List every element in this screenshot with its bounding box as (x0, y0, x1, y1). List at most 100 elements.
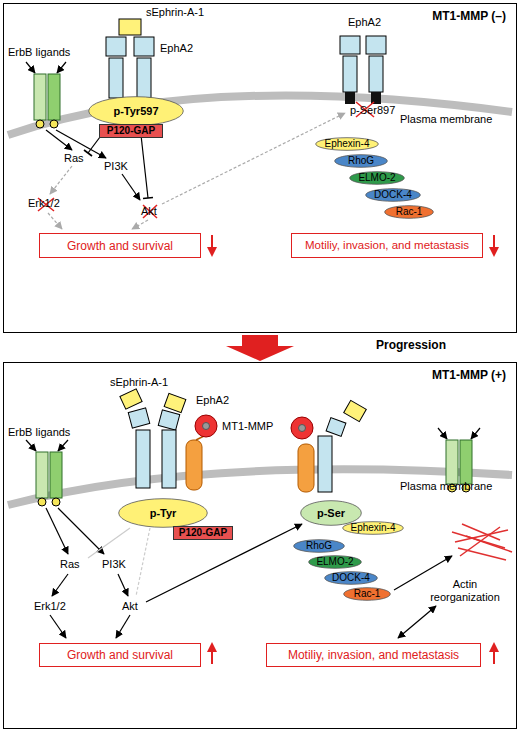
epha2-stalk (136, 430, 150, 488)
text-label: Ras (64, 152, 84, 165)
inhibition-bar (84, 150, 92, 156)
ellipse-shape (350, 172, 405, 185)
mt1-mmp-stalk (186, 440, 202, 490)
text-label: ErbB ligands (8, 46, 70, 59)
node-text: RhoG (306, 541, 332, 551)
ligand-arrow (26, 440, 36, 451)
signal-arrow (52, 574, 68, 596)
node-text: DOCK-4 (374, 190, 412, 200)
node-text: Motiliy, invasion, and metastasis (305, 240, 469, 252)
erbb-receptor (36, 452, 48, 498)
text-label: PI3K (104, 160, 128, 173)
panel-heading: MT1-MMP (–) (432, 10, 506, 22)
ligand-arrow (57, 62, 66, 73)
epha2-domain (158, 410, 180, 430)
decrease-arrow (211, 235, 213, 255)
inactive-inhibition (136, 528, 150, 596)
protein-ellipse: Rac-1 (343, 587, 391, 601)
epha2-domain (128, 408, 150, 428)
panel-box: MT1-MMP (–)p-Tyr597P120-GAPEphexin-4RhoG… (3, 3, 517, 333)
signal-arrow (46, 130, 72, 150)
erbb-receptor (34, 74, 46, 120)
plasma-membrane (8, 469, 512, 505)
erbb-receptor (446, 440, 458, 484)
text-label: Actin reorganization (425, 578, 505, 603)
protein-ellipse: ELMO-2 (308, 555, 362, 569)
epha2-tail (371, 92, 381, 104)
epha2-domain (340, 36, 360, 54)
node-text: p-Ser (317, 508, 345, 519)
erbb-receptor (48, 74, 60, 120)
text-label: p-Ser897 (350, 104, 395, 117)
ellipse-shape (343, 522, 404, 535)
protein-ellipse: ELMO-2 (349, 171, 405, 185)
ephrin-ligand (119, 19, 141, 35)
ellipse-shape (344, 588, 391, 601)
phospho-site (52, 498, 60, 506)
mt1-mmp-catalytic (291, 417, 313, 439)
signal-arrow (50, 615, 66, 638)
ellipse-shape (301, 501, 362, 526)
text-label: Akt (141, 205, 157, 218)
node-text: Ephexin-4 (350, 523, 395, 533)
erbb-receptor (50, 452, 62, 498)
protein-ellipse: DOCK-4 (324, 571, 378, 585)
increase-arrow (493, 644, 495, 664)
protein-ellipse: Rac-1 (384, 205, 434, 219)
actin-filament (466, 536, 512, 552)
protein-box: P120-GAP (99, 124, 163, 138)
protein-ellipse: p-Tyr (118, 498, 208, 528)
panel-box: MT1-MMP (+) p-TyrP120-GAP p-SerEphexin-4Rh… (3, 362, 517, 729)
zinc-site (203, 423, 210, 430)
node-text: P120-GAP (107, 126, 155, 136)
inactive-arrow (162, 113, 345, 204)
progression-arrow (226, 335, 294, 361)
protein-ellipse: RhoG (334, 154, 388, 168)
ligand-arrow (58, 440, 68, 451)
text-label: EphA2 (160, 42, 193, 55)
inhibition-line (88, 137, 100, 153)
node-text: p-Tyr597 (113, 106, 158, 117)
node-text: RhoG (348, 156, 374, 166)
ephrin-ligand (164, 393, 186, 412)
epha2-stalk (109, 58, 123, 98)
ellipse-shape (316, 138, 379, 151)
signal-arrow (116, 615, 130, 638)
text-label: ErbB ligands (8, 426, 70, 439)
plasma-membrane (8, 96, 512, 135)
phospho-site (50, 120, 58, 128)
ligand-arrow (26, 62, 35, 73)
text-label: Plasma membrane (400, 113, 492, 126)
phospho-site (36, 120, 44, 128)
signal-arrow (58, 508, 104, 554)
protein-ellipse: DOCK-4 (365, 188, 421, 202)
ellipse-shape (385, 206, 434, 219)
epha2-stalk (137, 58, 151, 98)
outcome-box: Motiliy, invasion, and metastasis (266, 643, 481, 667)
double-arrow (398, 606, 436, 638)
signal-arrow (122, 174, 140, 200)
mt1-mmp-stalk (298, 444, 314, 492)
erbb-receptor (460, 440, 472, 484)
epha2-stalk (162, 430, 176, 488)
node-text: Growth and survival (67, 240, 173, 252)
text-label: Ras (60, 558, 80, 571)
epha2-domain (326, 418, 346, 437)
signal-arrow (394, 556, 452, 590)
ellipse-shape (325, 572, 378, 585)
protein-ellipse: RhoG (293, 539, 345, 553)
protein-ellipse: Ephexin-4 (342, 521, 404, 535)
text-label: sEphrin-A-1 (110, 376, 168, 389)
inactive-arrow (132, 220, 148, 229)
text-label: EphA2 (348, 16, 381, 29)
panel-heading: MT1-MMP (+) (432, 369, 506, 381)
protein-box: P120-GAP (173, 526, 233, 540)
ephrin-ligand (120, 389, 142, 409)
text-label: Erk1/2 (34, 600, 66, 613)
node-text: ELMO-2 (316, 557, 353, 567)
inactive-arrow (48, 213, 62, 229)
ligand-arrow (471, 428, 480, 439)
text-label: MT1-MMP (222, 420, 273, 433)
text-label: PI3K (102, 558, 126, 571)
